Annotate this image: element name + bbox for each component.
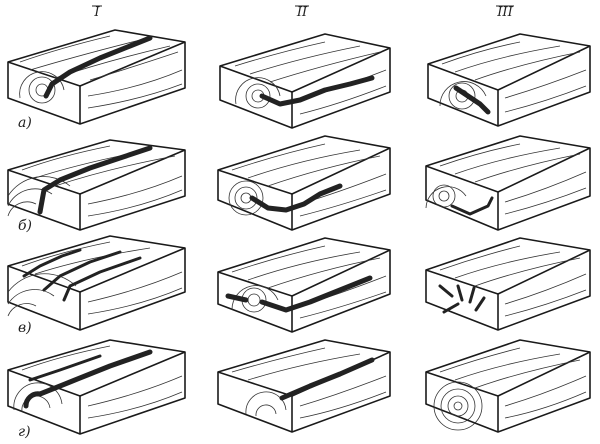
board-I-g [7,339,186,435]
board-III-v [425,237,591,331]
row-label-a: а) [18,115,32,131]
row-label-b: б) [18,218,32,234]
board-I-b [7,139,186,231]
board-II-g [217,339,391,433]
board-I-a [7,29,186,125]
column-header-1: I [93,5,100,20]
row-label-g: г) [18,424,31,440]
column-header-2: II [296,5,308,20]
column-header-3: III [496,5,513,20]
board-III-g [425,339,591,433]
board-III-a [427,33,591,127]
board-II-b [217,135,391,231]
board-II-v [217,237,391,333]
board-I-v [7,235,186,331]
board-III-b [425,135,591,231]
row-label-v: в) [18,320,32,336]
board-II-a [219,33,391,129]
